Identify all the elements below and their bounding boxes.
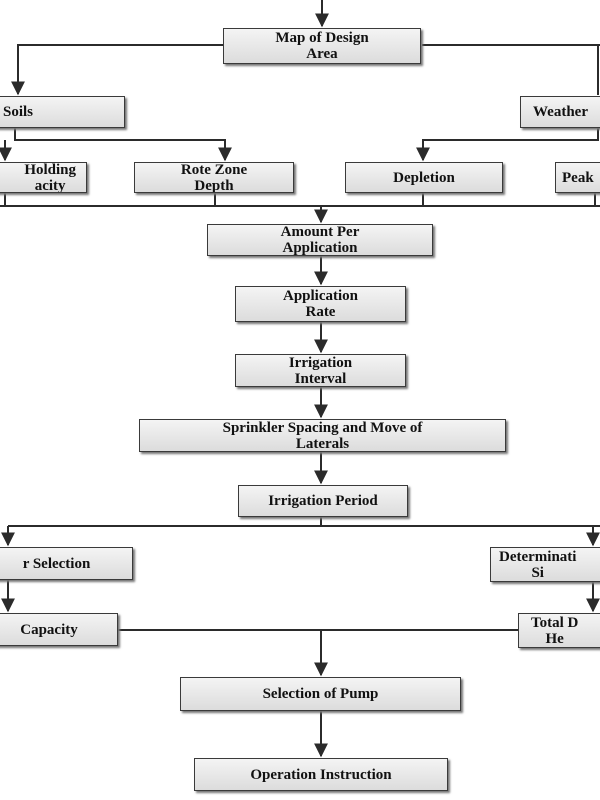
node-sprinkler-spacing: Sprinkler Spacing and Move of Laterals: [139, 419, 506, 452]
connector-map-to-soils: [11, 44, 223, 96]
node-determination: Determinati Si: [490, 547, 600, 582]
node-weather: Weather: [520, 96, 600, 128]
node-peak: Peak: [555, 162, 600, 193]
node-soils: Soils: [0, 96, 125, 128]
node-map-of-design-area: Map of Design Area: [223, 28, 421, 64]
node-irrigation-interval: Irrigation Interval: [235, 354, 406, 387]
node-capacity: Capacity: [0, 613, 118, 646]
node-amount-per-application: Amount Per Application: [207, 224, 433, 256]
node-holding-capacity: Holding acity: [0, 162, 87, 193]
node-irrigation-period: Irrigation Period: [238, 485, 408, 517]
connector-weather-branch: [416, 128, 599, 162]
connector-soils-branch: [14, 128, 232, 162]
node-selection-of-pump: Selection of Pump: [180, 677, 461, 711]
node-depletion: Depletion: [345, 162, 503, 193]
node-rote-zone-depth: Rote Zone Depth: [134, 162, 294, 193]
node-application-rate: Application Rate: [235, 286, 406, 322]
node-operation-instruction: Operation Instruction: [194, 758, 448, 791]
node-total-head: Total D He: [518, 613, 600, 648]
node-selection: r Selection: [0, 547, 133, 580]
